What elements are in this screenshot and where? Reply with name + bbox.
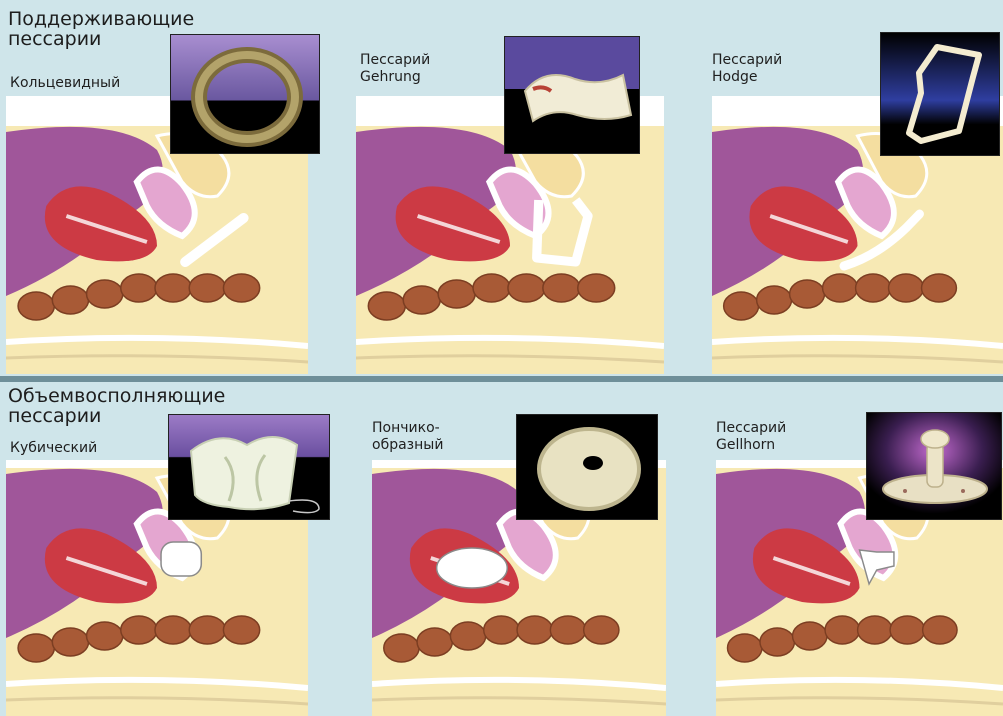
- bowel-segment: [890, 616, 924, 644]
- bowel-segment: [87, 280, 123, 308]
- bowel-segment: [760, 628, 794, 656]
- bowel-segment: [18, 634, 54, 662]
- donut-pessary-label: Пончико- образный: [372, 420, 443, 454]
- bowel-segment: [543, 274, 580, 302]
- hodge-pessary-label: Пессарий Hodge: [712, 52, 782, 86]
- bowel-segment: [517, 616, 552, 644]
- bowel-segment: [384, 634, 419, 662]
- bowel-segment: [508, 274, 545, 302]
- bowel-segment: [923, 616, 957, 644]
- bowel-segment: [155, 616, 191, 644]
- bowel-segment: [484, 616, 519, 644]
- bowel-segment: [724, 292, 759, 320]
- bowel-segment: [368, 292, 405, 320]
- donut-pessary-photo: [516, 414, 658, 520]
- bowel-segment: [578, 274, 615, 302]
- cube-pessary-photo: [168, 414, 330, 520]
- donut-pessary-shape: [437, 548, 508, 588]
- bowel-segment: [121, 274, 157, 302]
- bowel-segment: [403, 286, 440, 314]
- bowel-segment: [793, 622, 827, 650]
- bowel-segment: [727, 634, 761, 662]
- bowel-segment: [450, 622, 485, 650]
- bowel-segment: [155, 274, 191, 302]
- bowel-segment: [52, 286, 88, 314]
- gehrung-pessary-photo: [504, 36, 640, 154]
- bowel-segment: [922, 274, 957, 302]
- bowel-segment: [584, 616, 619, 644]
- bowel-segment: [189, 616, 225, 644]
- bowel-segment: [757, 286, 792, 314]
- bowel-segment: [889, 274, 924, 302]
- bowel-segment: [550, 616, 585, 644]
- ring-pessary-photo: [170, 34, 320, 154]
- bowel-segment: [189, 274, 225, 302]
- bowel-segment: [473, 274, 510, 302]
- gellhorn-pessary-label: Пессарий Gellhorn: [716, 420, 786, 454]
- bowel-segment: [856, 274, 891, 302]
- ring-pessary-label: Кольцевидный: [10, 75, 120, 92]
- bowel-segment: [121, 616, 157, 644]
- bowel-segment: [52, 628, 88, 656]
- bowel-segment: [825, 616, 859, 644]
- bowel-segment: [823, 274, 858, 302]
- bowel-segment: [223, 274, 259, 302]
- bowel-segment: [18, 292, 54, 320]
- bowel-segment: [790, 280, 825, 308]
- gellhorn-pessary-photo: [866, 412, 1002, 520]
- hodge-pessary-photo: [880, 32, 1000, 156]
- bowel-segment: [87, 622, 123, 650]
- bowel-segment: [438, 280, 475, 308]
- bowel-segment: [223, 616, 259, 644]
- bowel-segment: [417, 628, 452, 656]
- gehrung-pessary-label: Пессарий Gehrung: [360, 52, 430, 86]
- supportive-pessaries-title: Поддерживающие пессарии: [8, 9, 194, 49]
- cube-pessary-label: Кубический: [10, 440, 97, 457]
- bowel-segment: [858, 616, 892, 644]
- cube-pessary-shape: [161, 542, 201, 576]
